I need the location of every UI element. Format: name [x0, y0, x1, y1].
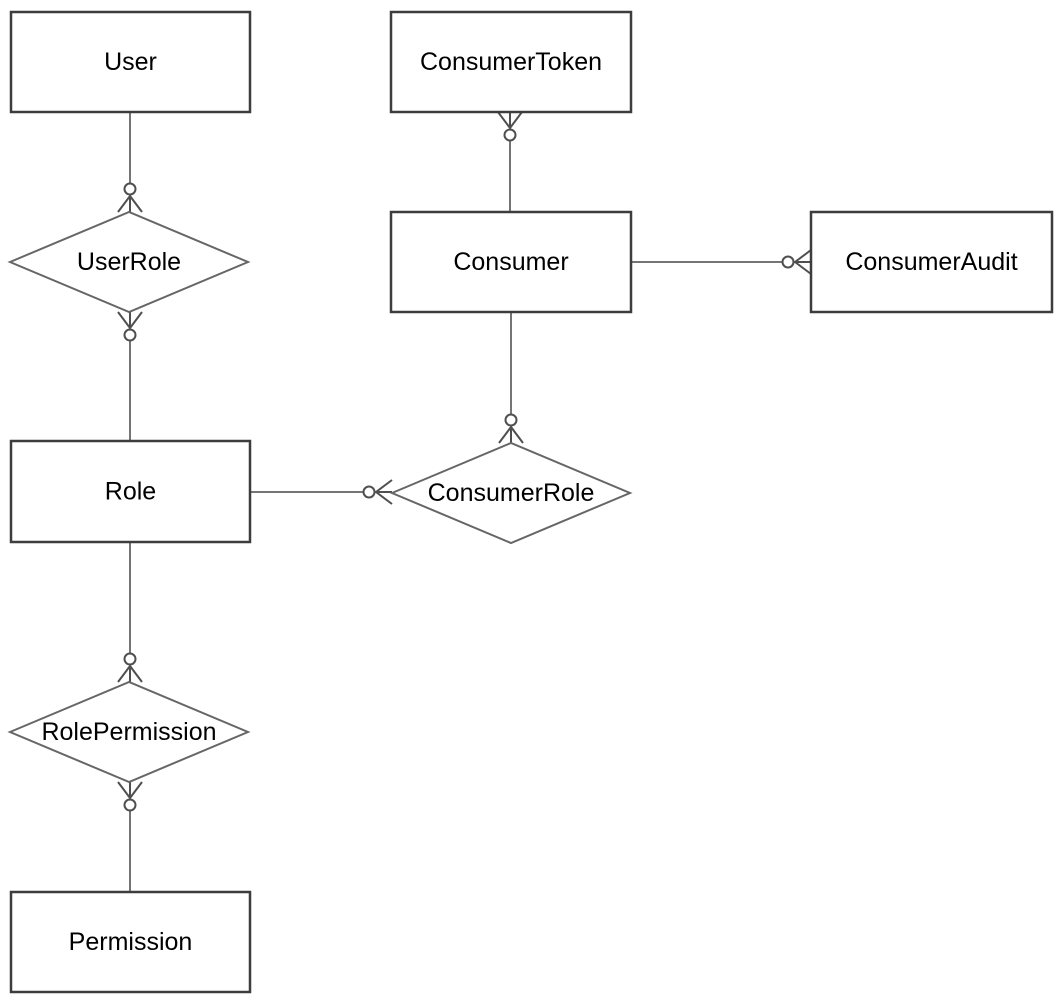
zero-or-many-marker-role-to-consumerrole [362, 479, 393, 505]
relationship-label-consumer-role: ConsumerRole [428, 479, 595, 507]
zero-cardinality-ring-icon [503, 128, 517, 142]
crow-foot-prong-icon [509, 111, 523, 129]
relationship-label-user-role: UserRole [77, 248, 181, 276]
zero-cardinality-ring-icon [123, 328, 137, 342]
zero-or-many-marker-role-to-rolepermission [117, 652, 143, 683]
crow-foot-prong-icon [375, 491, 393, 505]
crow-foot-prong-icon [117, 781, 131, 799]
entity-label-consumer: Consumer [453, 248, 568, 276]
relationship-label-role-permission: RolePermission [41, 718, 216, 746]
zero-cardinality-ring-icon [781, 255, 795, 269]
zero-cardinality-ring-icon [362, 485, 376, 499]
zero-cardinality-ring-icon [123, 182, 137, 196]
connector-layer [129, 112, 795, 892]
shape-layer [7, 10, 1054, 994]
cardinality-marker-layer [117, 111, 812, 812]
crow-foot-prong-icon [794, 261, 812, 275]
entity-box-permission [9, 890, 252, 994]
crow-foot-prong-icon [129, 311, 143, 329]
zero-cardinality-ring-icon [123, 652, 137, 666]
relationship-diamond-consumer-role [389, 441, 633, 545]
zero-or-many-marker-user-to-userrole [117, 182, 143, 213]
crow-foot-prong-icon [117, 665, 131, 683]
crow-foot-prong-icon [129, 665, 143, 683]
entity-label-consumer-token: ConsumerToken [420, 48, 602, 76]
zero-or-many-marker-consumer-to-consumerrole [498, 413, 524, 444]
entity-label-user: User [104, 48, 157, 76]
zero-or-many-marker-consumer-to-consumeraudit [781, 249, 812, 275]
crow-foot-prong-icon [498, 426, 512, 444]
entity-label-role: Role [105, 478, 156, 506]
entity-label-permission: Permission [69, 928, 193, 956]
crow-foot-prong-icon [510, 426, 524, 444]
zero-cardinality-ring-icon [123, 798, 137, 812]
entity-box-consumer [389, 210, 633, 314]
crow-foot-prong-icon [375, 479, 393, 493]
crow-foot-prong-icon [117, 195, 131, 213]
relationship-diamond-user-role [7, 210, 251, 314]
crow-foot-prong-icon [794, 249, 812, 263]
zero-or-many-marker-permission-to-rolepermission [117, 781, 143, 812]
relationship-diamond-role-permission [7, 680, 251, 784]
entity-box-consumer-audit [809, 210, 1054, 314]
entity-box-role [9, 439, 252, 544]
entity-label-consumer-audit: ConsumerAudit [845, 248, 1017, 276]
crow-foot-prong-icon [129, 781, 143, 799]
zero-cardinality-ring-icon [504, 413, 518, 427]
crow-foot-prong-icon [497, 111, 511, 129]
zero-or-many-marker-consumer-to-consumertoken [497, 111, 523, 142]
entity-box-consumer-token [389, 10, 633, 114]
crow-foot-prong-icon [117, 311, 131, 329]
zero-or-many-marker-role-to-userrole [117, 311, 143, 342]
crow-foot-prong-icon [129, 195, 143, 213]
entity-box-user [9, 10, 252, 114]
